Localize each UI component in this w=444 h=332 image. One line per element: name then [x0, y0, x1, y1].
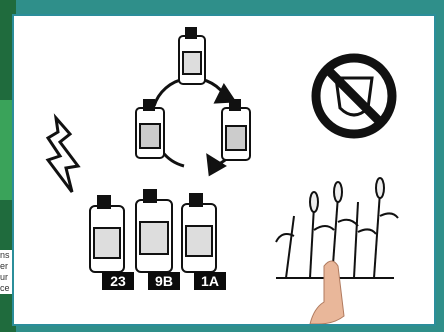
- jug-group-icon: [90, 190, 216, 272]
- video-frame: 23 9B 1A: [12, 14, 436, 326]
- label-1a: 1A: [194, 272, 226, 290]
- no-protection-shield-icon: [316, 58, 392, 134]
- pointing-hand-icon: [310, 261, 344, 324]
- corn-field-icon: [276, 178, 398, 278]
- label-23: 23: [102, 272, 134, 290]
- label-9b: 9B: [148, 272, 180, 290]
- jug-left-icon: [136, 100, 164, 158]
- lightning-icon: [48, 118, 78, 192]
- jug-top-icon: [179, 28, 205, 84]
- jug-right-icon: [222, 100, 250, 160]
